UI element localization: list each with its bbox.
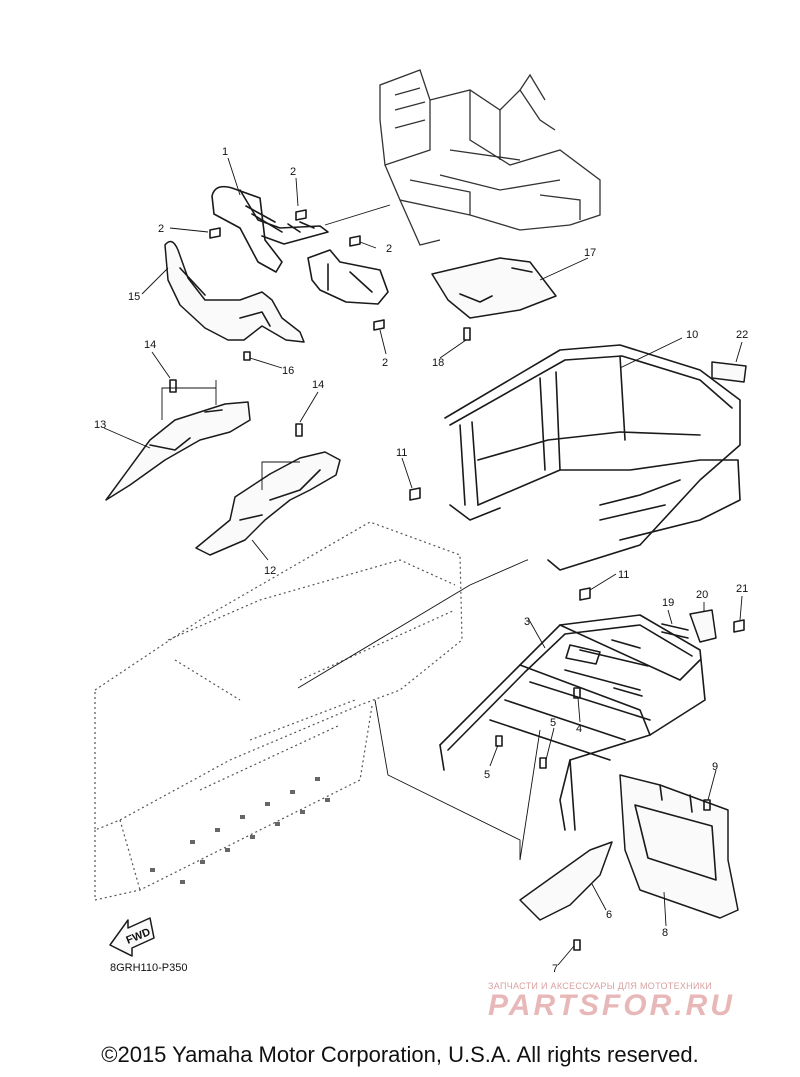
main-frame [379, 69, 601, 246]
watermark-tagline: ЗАПЧАСТИ И АКСЕССУАРЫ ДЛЯ МОТОТЕХНИКИ [488, 981, 713, 991]
callout-17: 17 [584, 247, 596, 259]
callout-5: 5 [550, 717, 556, 729]
callout-2: 2 [158, 223, 164, 235]
parts-diagram: FWD 1 2 2 2 2 3 [94, 69, 748, 975]
callout-14: 14 [144, 339, 156, 351]
callout-2: 2 [386, 243, 392, 255]
callout-2: 2 [382, 357, 388, 369]
assembly-guides [161, 204, 541, 861]
callout-10: 10 [686, 329, 698, 341]
callout-11: 11 [618, 569, 629, 581]
diagram-reference-code: 8GRH110-P350 [110, 962, 188, 974]
part-17-plate [431, 257, 557, 319]
callout-6: 6 [606, 909, 612, 921]
callout-3: 3 [524, 616, 530, 628]
callout-5: 5 [484, 769, 490, 781]
callout-4: 4 [576, 723, 582, 735]
watermark: ЗАПЧАСТИ И АКСЕССУАРЫ ДЛЯ МОТОТЕХНИКИ PA… [488, 981, 788, 1023]
fwd-arrow: FWD [109, 917, 155, 957]
part-13-side-cover [105, 401, 251, 501]
callout-leaders [103, 157, 743, 966]
callout-8: 8 [662, 927, 668, 939]
callout-2: 2 [290, 166, 296, 178]
callout-1: 1 [222, 146, 228, 158]
part-bracket-guard [307, 249, 389, 305]
callout-7: 7 [552, 963, 558, 975]
callout-labels: 1 2 2 2 2 3 4 5 5 6 7 8 9 10 11 11 12 13… [94, 146, 748, 975]
callout-13: 13 [94, 419, 106, 431]
callout-20: 20 [696, 589, 708, 601]
part-20-bracket [689, 609, 717, 643]
part-1-front-bumper [211, 185, 329, 273]
part-6-cover [519, 841, 613, 921]
part-22-label [711, 361, 747, 383]
copyright-footer: ©2015 Yamaha Motor Corporation, U.S.A. A… [101, 1042, 699, 1067]
callout-15: 15 [128, 291, 140, 303]
part-19-plate [661, 623, 689, 639]
part-8-mud-flap [619, 774, 739, 919]
callout-16: 16 [282, 365, 294, 377]
watermark-logo: PARTSFOR.RU [488, 989, 735, 1022]
callout-12: 12 [264, 565, 276, 577]
callout-14: 14 [312, 379, 324, 391]
callout-11: 11 [396, 447, 407, 459]
callout-21: 21 [736, 583, 748, 595]
callout-18: 18 [432, 357, 444, 369]
callout-19: 19 [662, 597, 674, 609]
part-15-front-cover [164, 240, 305, 343]
callout-9: 9 [712, 761, 718, 773]
callout-22: 22 [736, 329, 748, 341]
part-3-cargo-rack [439, 614, 706, 831]
part-10-rack-frame [444, 344, 741, 571]
vehicle-body-rivets [150, 777, 330, 884]
part-12-side-cover [195, 451, 341, 556]
vehicle-body-outline [94, 521, 463, 901]
